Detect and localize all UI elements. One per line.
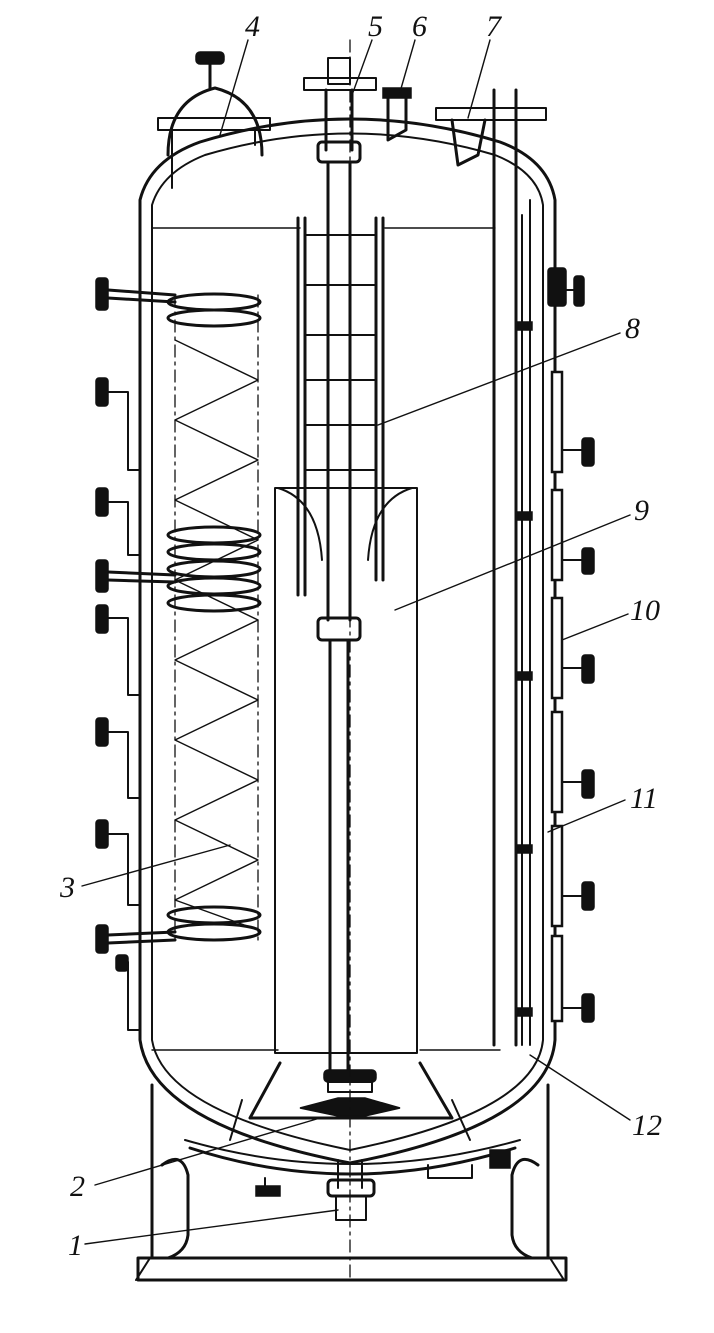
nozzle-7 — [435, 107, 547, 167]
support-skirt — [135, 1083, 568, 1282]
callout-9: 9 — [634, 494, 649, 527]
draft-tube — [229, 487, 471, 1141]
bottom-jacket — [184, 1139, 521, 1197]
shell-inner — [151, 132, 544, 1151]
callouts: 1 2 3 4 5 6 7 8 9 10 11 12 — [59, 10, 662, 1262]
callout-8: 8 — [625, 312, 640, 345]
hatch-handle — [195, 51, 225, 65]
callout-2: 2 — [70, 1170, 85, 1203]
heating-coil — [166, 292, 262, 942]
vessel-shell — [138, 117, 557, 1165]
shell-outer — [138, 117, 557, 1165]
agitator-shaft — [299, 39, 401, 1281]
callout-1: 1 — [68, 1229, 83, 1262]
callout-3: 3 — [59, 871, 75, 904]
right-top-nozzle — [547, 267, 567, 307]
right-tube — [492, 88, 533, 1047]
callout-12: 12 — [632, 1109, 662, 1142]
bottom-drain-valve-left — [255, 1185, 281, 1197]
callout-4: 4 — [245, 10, 260, 43]
callout-10: 10 — [630, 594, 660, 627]
base-plate — [136, 1256, 568, 1282]
callout-11: 11 — [630, 782, 658, 815]
nozzle-6 — [382, 87, 412, 142]
skirt-opening-right — [510, 1157, 540, 1260]
left-jacket-nozzles — [95, 377, 141, 1031]
top-hatch — [157, 51, 271, 189]
leader-lines — [81, 39, 631, 1245]
skirt-opening-left — [160, 1157, 190, 1260]
right-jacket — [547, 267, 595, 1023]
bottom-bearing — [335, 1195, 367, 1221]
callout-5: 5 — [368, 10, 383, 43]
callout-7: 7 — [486, 10, 503, 43]
bottom-drain-valve-right — [489, 1149, 511, 1169]
left-coil-leads — [95, 277, 177, 954]
callout-6: 6 — [412, 10, 427, 43]
